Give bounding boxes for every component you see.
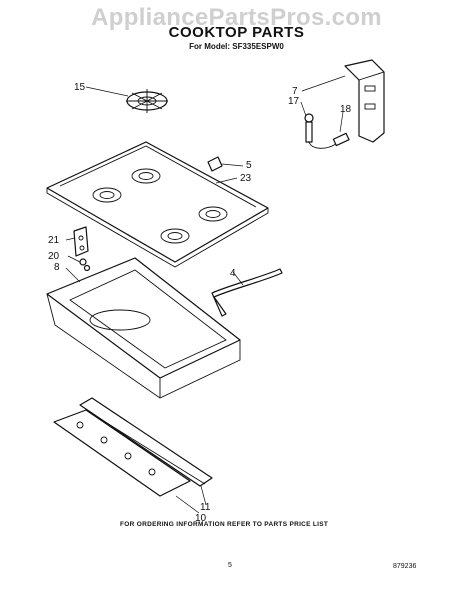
mounting-screws-part[interactable]	[79, 258, 91, 272]
callout-5: 5	[246, 160, 252, 171]
model-subtitle: For Model: SF335ESPW0	[189, 42, 284, 51]
cooktop-surface-part[interactable]	[46, 141, 269, 268]
callout-18: 18	[340, 104, 352, 115]
watermark: AppliancePartsPros.com	[91, 4, 382, 31]
surface-clip-part[interactable]	[207, 156, 223, 172]
wire-harness-part[interactable]	[308, 132, 350, 149]
callout-11: 11	[200, 502, 211, 513]
mounting-bracket-part[interactable]	[344, 59, 385, 143]
callout-8: 8	[54, 262, 60, 273]
diagram-title: COOKTOP PARTS	[168, 24, 305, 41]
panel-trim-part[interactable]	[53, 409, 191, 497]
callout-20: 20	[48, 251, 60, 262]
callout-17: 17	[288, 96, 300, 107]
burner-grate-part[interactable]	[126, 89, 168, 113]
document-number: 879236	[393, 563, 417, 570]
callout-21: 21	[48, 235, 60, 246]
ordering-info-note: FOR ORDERING INFORMATION REFER TO PARTS …	[120, 521, 329, 528]
valve-bracket-part[interactable]	[73, 226, 89, 257]
callout-4: 4	[230, 268, 236, 279]
control-panel-part[interactable]	[79, 397, 213, 487]
callout-7: 7	[292, 86, 298, 97]
igniter-switch-part[interactable]	[304, 113, 314, 143]
callout-10: 10	[195, 513, 207, 524]
burner-box-part[interactable]	[46, 257, 241, 399]
page-number: 5	[228, 562, 232, 569]
callout-23: 23	[240, 173, 252, 184]
callout-15: 15	[74, 82, 86, 93]
gas-tube-part[interactable]	[211, 268, 283, 317]
